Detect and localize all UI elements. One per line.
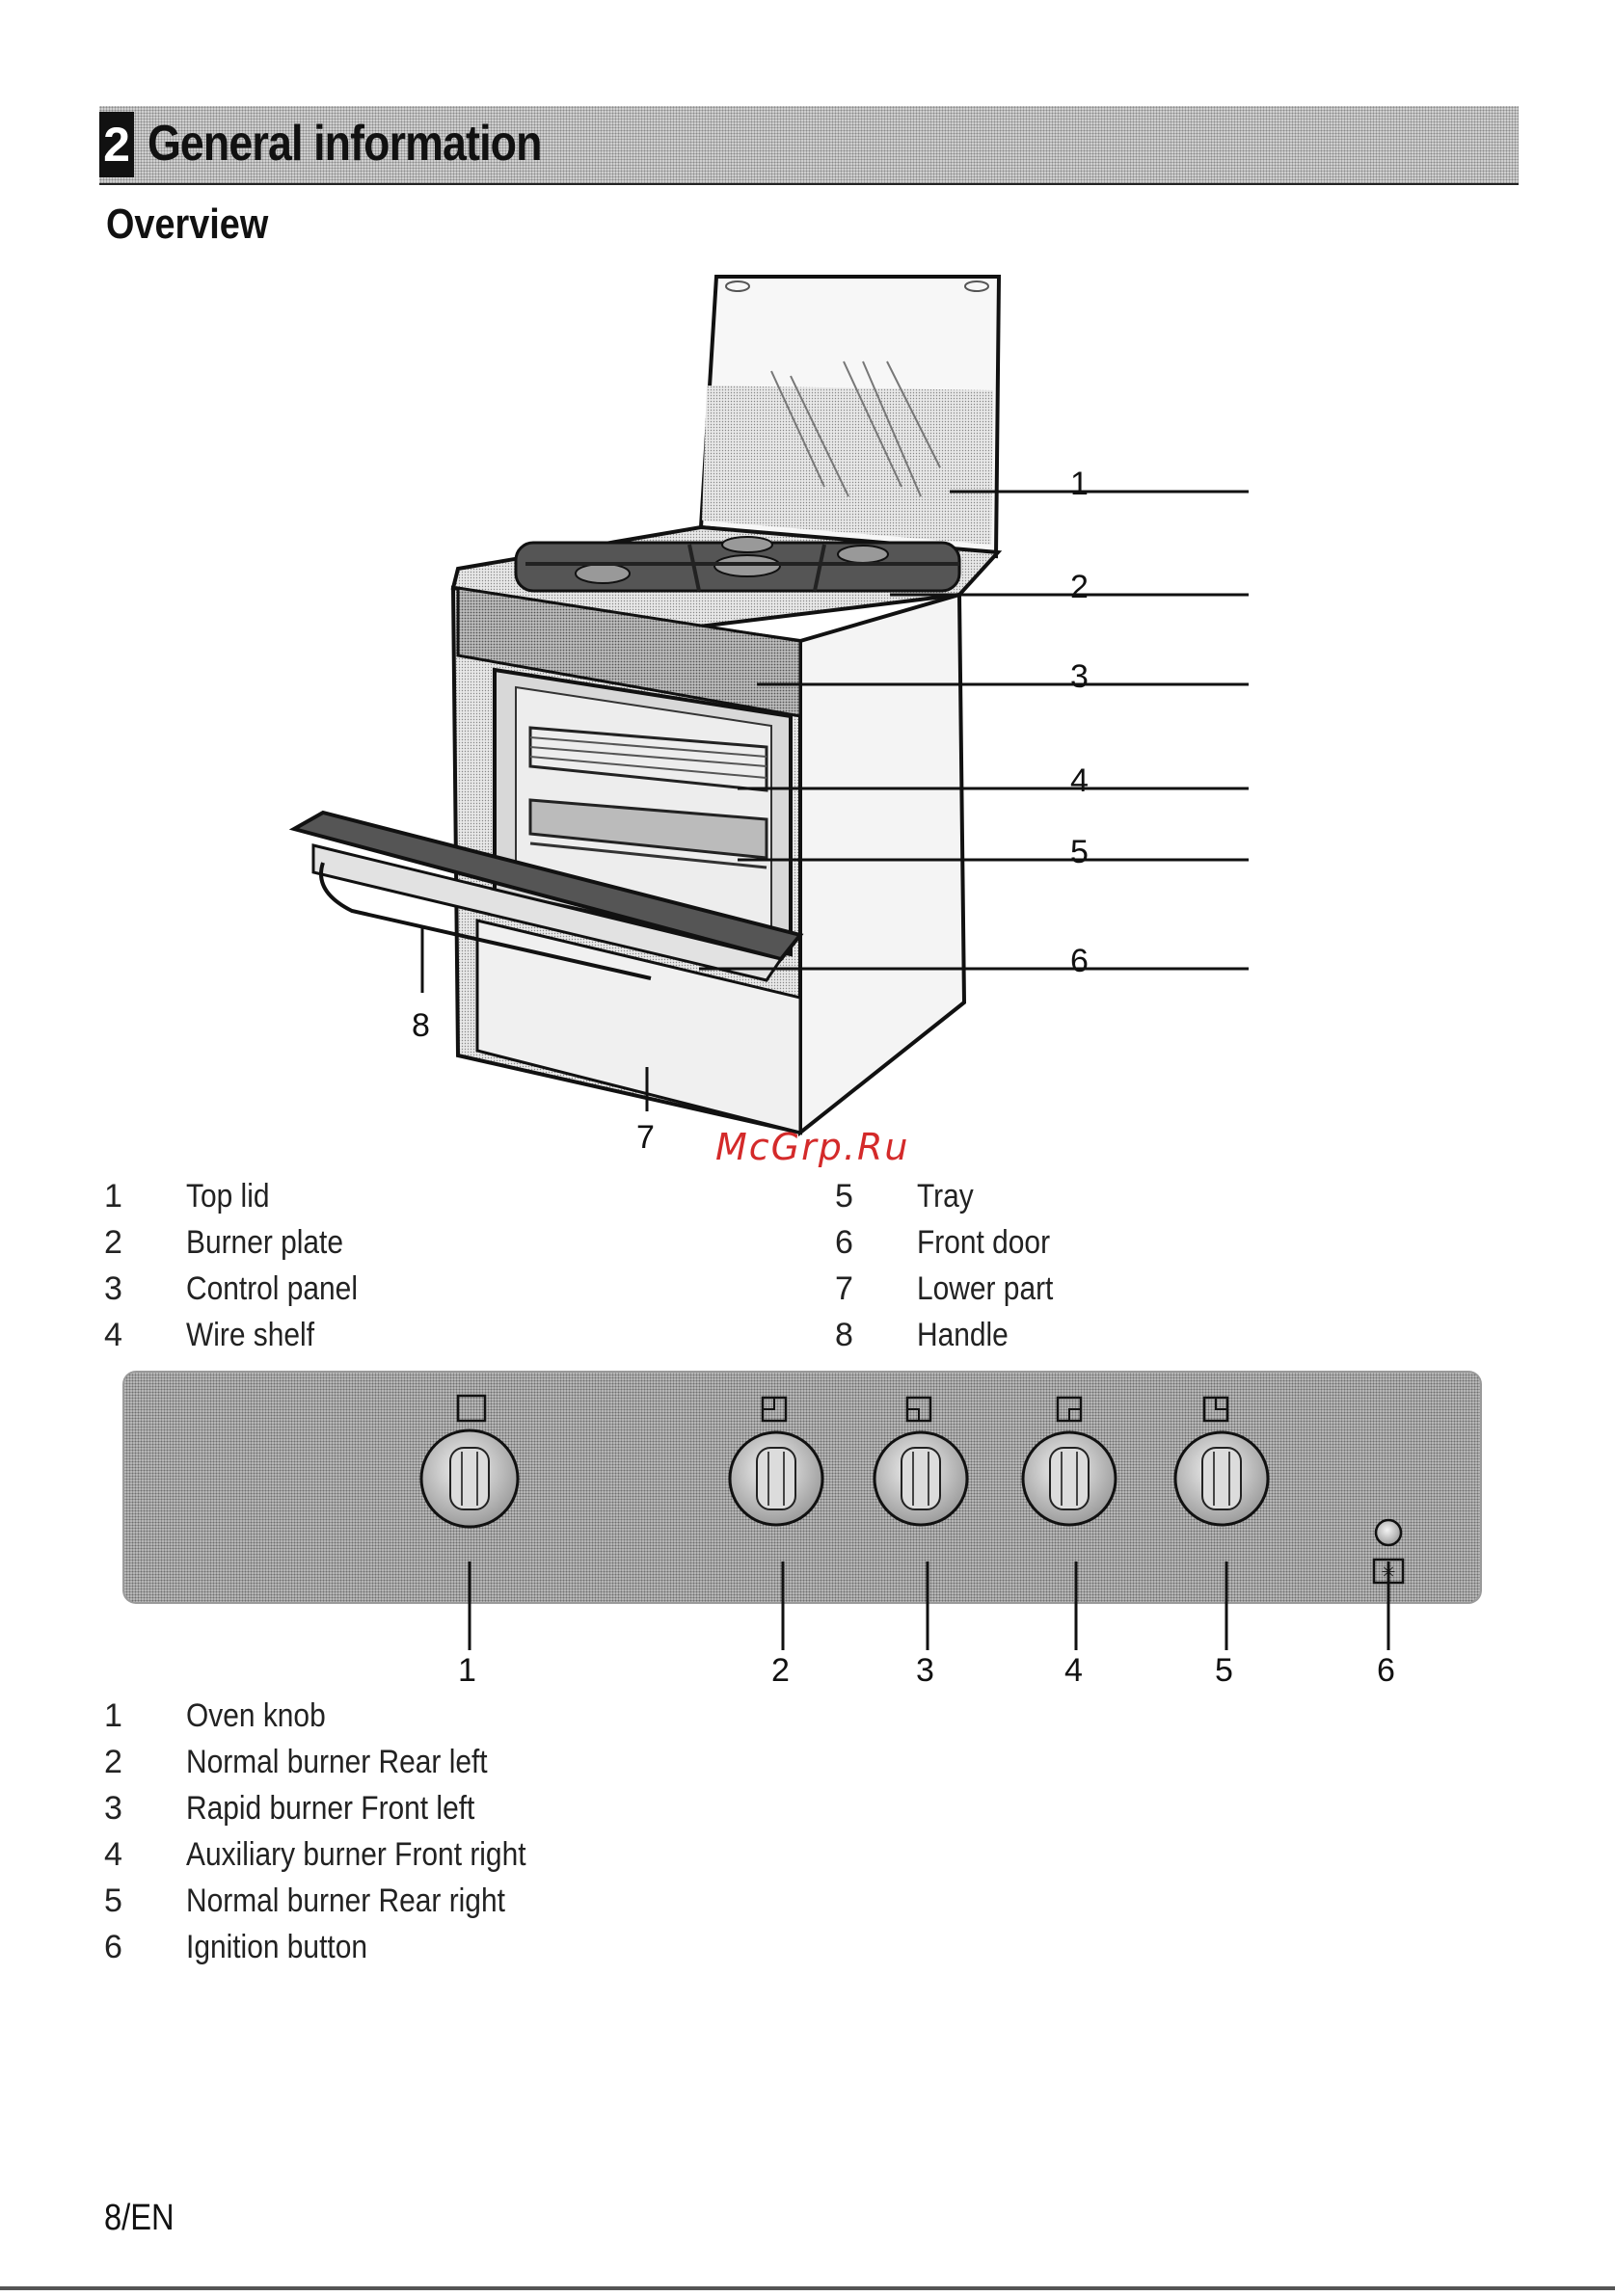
- page-number: 8/EN: [104, 2198, 175, 2238]
- overview-callout-4: 4: [1070, 762, 1089, 799]
- legend-label: Front door: [917, 1224, 1051, 1261]
- legend-label: Lower part: [917, 1270, 1054, 1307]
- overview-callout-7: 7: [636, 1119, 655, 1156]
- legend-label: Handle: [917, 1317, 1009, 1353]
- control-knob-icon: [419, 1394, 520, 1529]
- handle: [319, 862, 652, 980]
- overview-callout-2: 2: [1070, 569, 1089, 605]
- top-lid: [698, 275, 1002, 559]
- overview-callout-1: 1: [1070, 466, 1089, 502]
- tray: [528, 798, 768, 869]
- footer-rule: [0, 2286, 1615, 2290]
- legend-number: 1: [104, 1697, 122, 1734]
- legend-label: Tray: [917, 1178, 974, 1215]
- legend-label: Auxiliary burner Front right: [186, 1836, 526, 1873]
- legend-label: Control panel: [186, 1270, 358, 1307]
- legend-label: Normal burner Rear right: [186, 1882, 505, 1919]
- legend-label: Wire shelf: [186, 1317, 315, 1353]
- callout-leaders: [420, 490, 1249, 1111]
- overview-callout-3: 3: [1070, 658, 1089, 695]
- section-title: General information: [148, 116, 542, 172]
- overview-callout-6: 6: [1070, 943, 1089, 979]
- overview-callout-5: 5: [1070, 834, 1089, 870]
- panel-callout-2: 2: [771, 1652, 790, 1689]
- front-door: [288, 810, 804, 982]
- legend-number: 6: [835, 1224, 853, 1261]
- control-panel-illustration: ✳: [419, 1394, 1405, 1585]
- control-knob-icon: [728, 1396, 824, 1527]
- overview-callout-8: 8: [412, 1007, 430, 1044]
- legend-number: 4: [104, 1836, 122, 1873]
- watermark: McGrp.Ru: [715, 1126, 910, 1168]
- legend-number: 6: [104, 1929, 122, 1965]
- wire-shelf: [528, 726, 768, 792]
- control-panel-figure: ✳: [122, 1371, 1482, 1604]
- panel-callout-3: 3: [916, 1652, 934, 1689]
- panel-callout-5: 5: [1215, 1652, 1233, 1689]
- gas-cooker-illustration: [288, 275, 1249, 1137]
- control-knob-icon: [1021, 1396, 1117, 1527]
- overview-figure: 1 2 3 4 5 6 7 8: [284, 255, 1509, 1171]
- legend-label: Ignition button: [186, 1929, 367, 1965]
- overview-legend: 1 Top lid 2 Burner plate 3 Control panel…: [104, 1173, 1531, 1366]
- panel-legend: 1 Oven knob 2 Normal burner Rear left 3 …: [104, 1693, 972, 1982]
- control-knob-icon: [1173, 1396, 1270, 1527]
- legend-number: 4: [104, 1317, 122, 1353]
- legend-number: 3: [104, 1270, 122, 1307]
- panel-callout-6: 6: [1377, 1652, 1395, 1689]
- legend-number: 8: [835, 1317, 853, 1353]
- legend-number: 3: [104, 1790, 122, 1827]
- legend-number: 1: [104, 1178, 122, 1215]
- legend-label: Top lid: [186, 1178, 270, 1215]
- panel-callout-leaders: [468, 1562, 1390, 1650]
- legend-label: Normal burner Rear left: [186, 1744, 488, 1780]
- legend-label: Burner plate: [186, 1224, 344, 1261]
- legend-number: 2: [104, 1744, 122, 1780]
- panel-callout-1: 1: [458, 1652, 476, 1689]
- legend-label: Oven knob: [186, 1697, 326, 1734]
- legend-number: 5: [104, 1882, 122, 1919]
- page-subtitle: Overview: [106, 200, 269, 248]
- legend-number: 2: [104, 1224, 122, 1261]
- legend-number: 5: [835, 1178, 853, 1215]
- legend-number: 7: [835, 1270, 853, 1307]
- panel-callout-4: 4: [1064, 1652, 1083, 1689]
- control-knob-icon: [873, 1396, 969, 1527]
- section-header: 2 General information: [99, 106, 1519, 185]
- section-number: 2: [99, 112, 134, 177]
- legend-label: Rapid burner Front left: [186, 1790, 475, 1827]
